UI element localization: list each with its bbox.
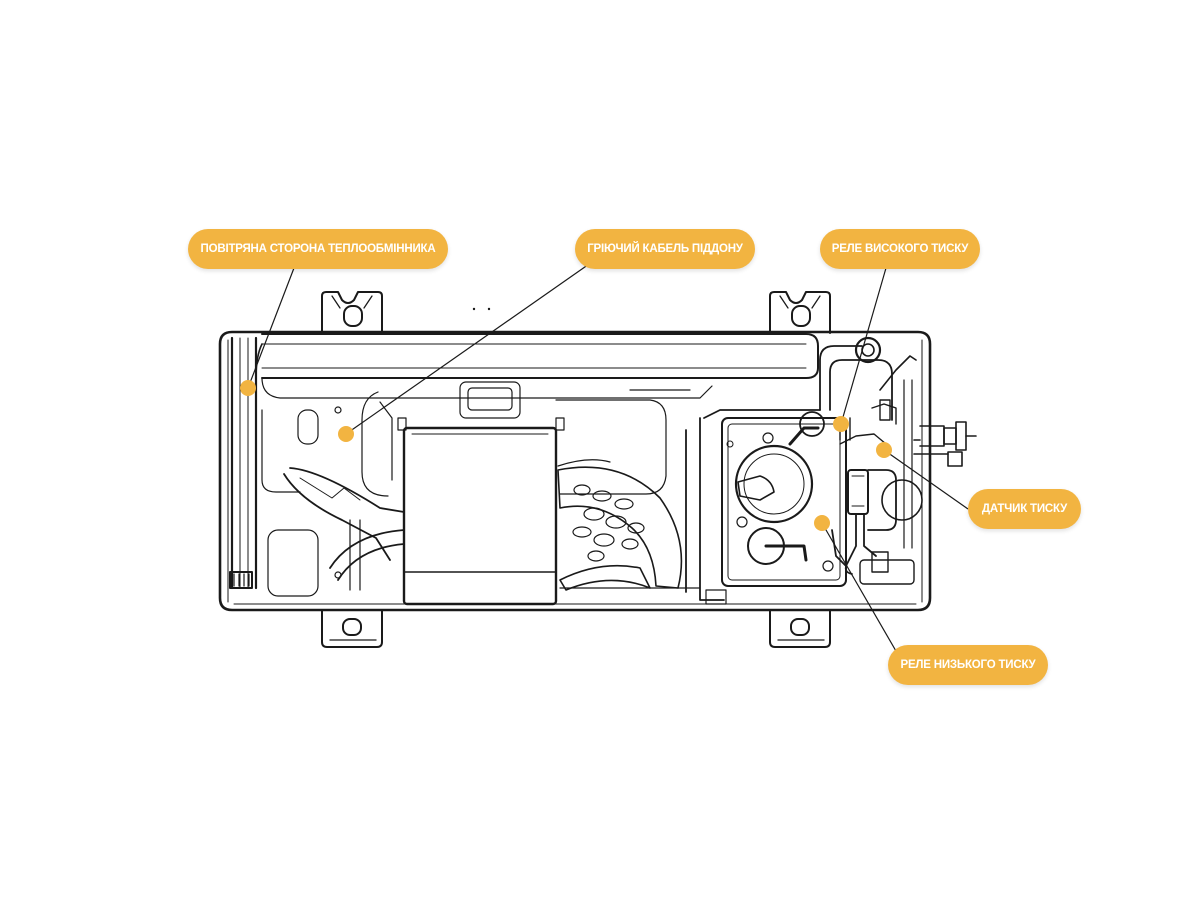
mounting-foot-top-right <box>769 291 831 334</box>
callout-high-pressure-switch[interactable]: РЕЛЕ ВИСОКОГО ТИСКУ <box>820 229 980 269</box>
chamber-divider <box>685 409 821 605</box>
leader-pressure-sensor <box>883 449 969 510</box>
mounting-foot-bottom-right <box>769 609 831 648</box>
dot-mark <box>472 307 476 311</box>
chassis-outline <box>218 330 932 612</box>
control-box <box>397 417 565 606</box>
mounting-foot-bottom-left <box>321 609 383 648</box>
marker-high-pressure[interactable] <box>833 416 849 432</box>
fan-blade <box>557 459 683 591</box>
callout-pressure-sensor[interactable]: ДАТЧИК ТИСКУ <box>968 489 1081 529</box>
base-tray <box>261 377 713 597</box>
leader-high-pressure <box>840 267 887 425</box>
service-valves <box>913 421 977 467</box>
callout-drip-tray-heating-cable[interactable]: ГРІЮЧИЙ КАБЕЛЬ ПІДДОНУ <box>575 229 755 269</box>
leader-low-pressure <box>821 522 901 659</box>
leader-air-side <box>247 267 295 389</box>
marker-pressure-sensor[interactable] <box>876 442 892 458</box>
marker-air-side[interactable] <box>240 380 256 396</box>
marker-drip-cable[interactable] <box>338 426 354 442</box>
heat-exchanger-coil <box>229 333 819 590</box>
callout-air-side-heat-exchanger[interactable]: ПОВІТРЯНА СТОРОНА ТЕПЛООБМІННИКА <box>188 229 448 269</box>
duct-curve <box>283 467 405 581</box>
compressor-chamber <box>721 417 847 587</box>
dot-mark <box>487 307 491 311</box>
callout-low-pressure-switch[interactable]: РЕЛЕ НИЗЬКОГО ТИСКУ <box>888 645 1048 685</box>
compressor <box>734 411 825 565</box>
leader-lines <box>247 261 969 659</box>
leader-drip-cable <box>345 261 593 435</box>
mounting-foot-top-left <box>321 291 383 334</box>
marker-low-pressure[interactable] <box>814 515 830 531</box>
highlight-markers <box>240 380 892 531</box>
